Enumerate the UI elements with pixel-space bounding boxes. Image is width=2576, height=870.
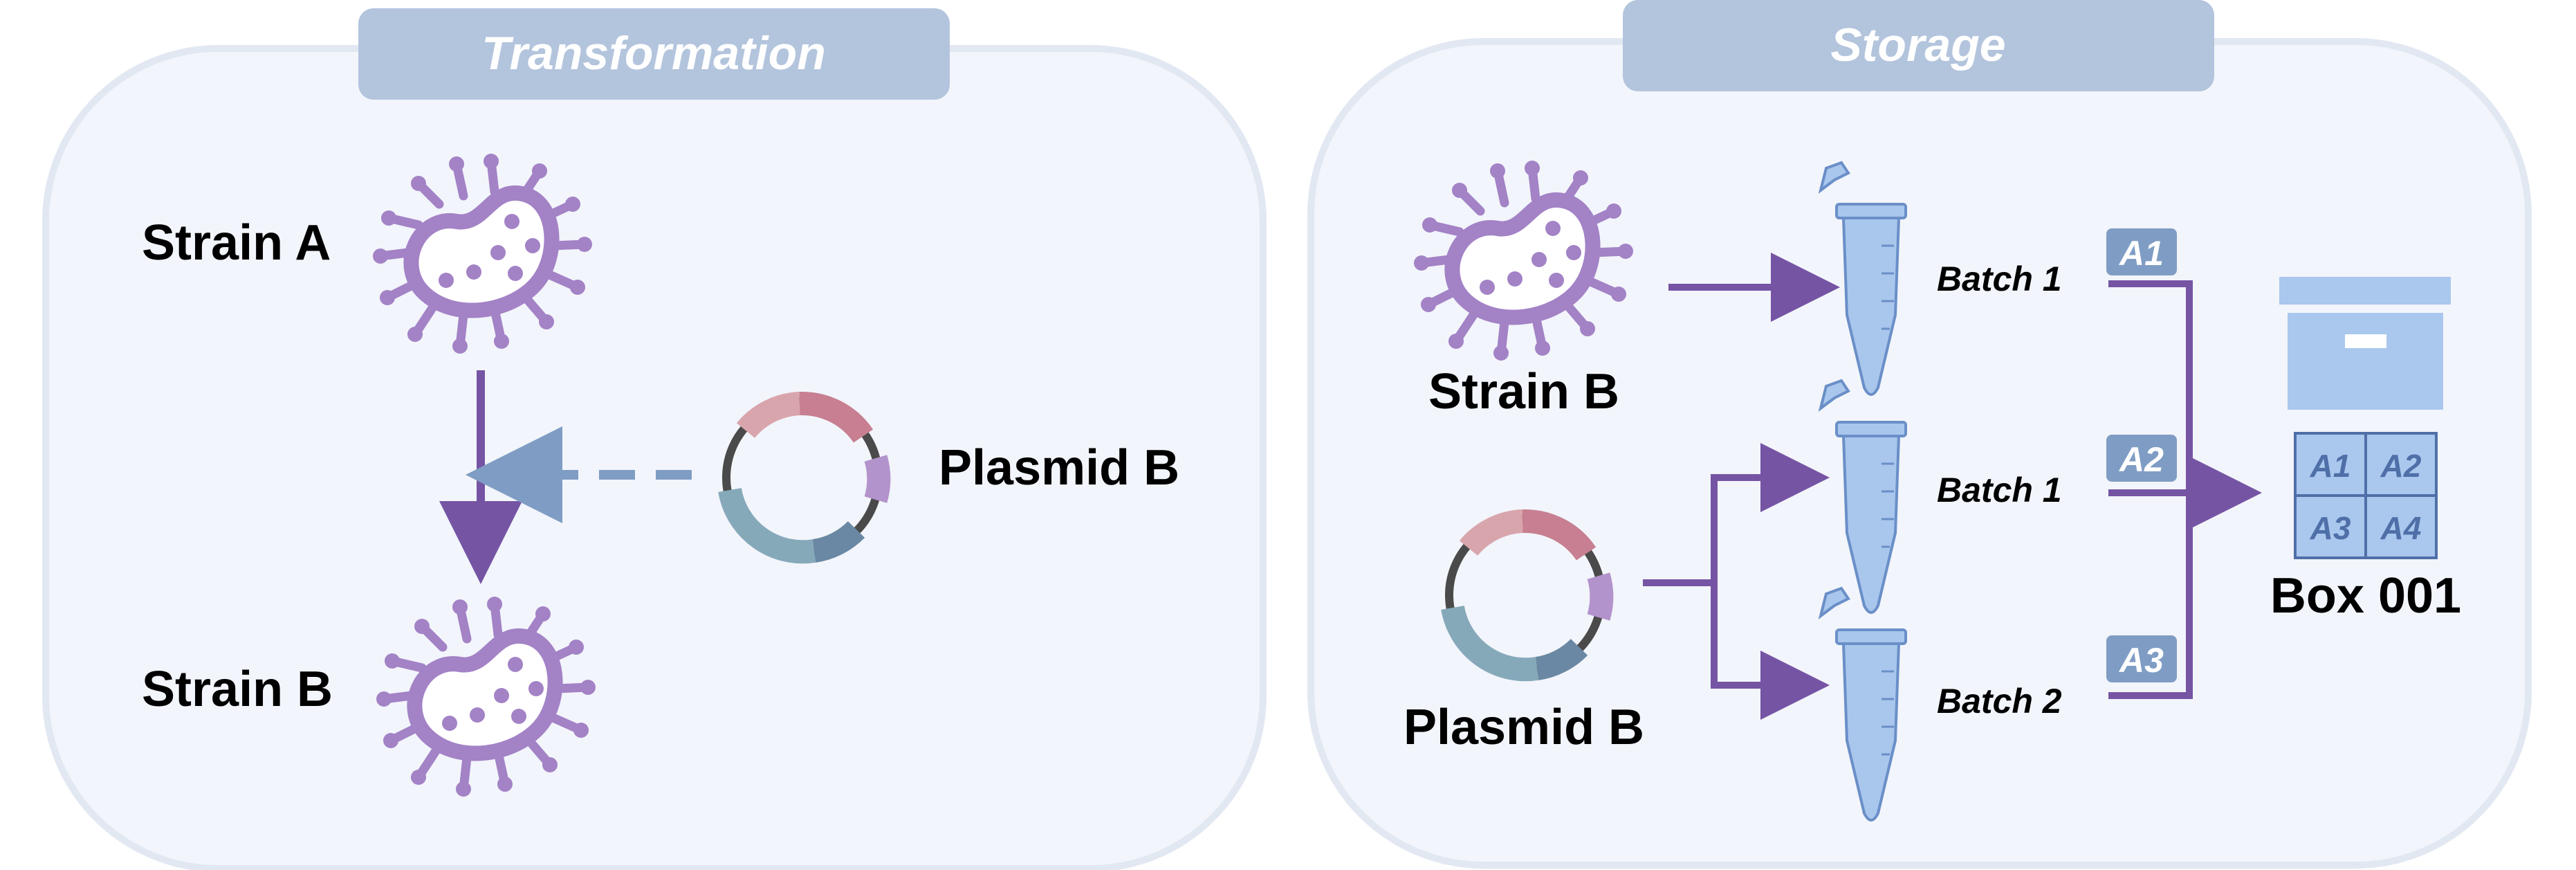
box-lid: [2279, 277, 2451, 305]
plasmid-to-tubes-split-arrow: [1643, 443, 1830, 720]
box-grid: [2294, 432, 2438, 559]
batch-label-3: Batch 2: [1937, 682, 2062, 721]
tag-a2: A2: [2118, 440, 2164, 479]
box-label: Box 001: [2270, 568, 2461, 624]
batches-to-box-merge-arrow: [2108, 280, 2262, 699]
batch-label-2: Batch 1: [1937, 471, 2062, 509]
storage-strain-b-label: Strain B: [1428, 364, 1619, 419]
storage-header: Storage: [1830, 19, 2005, 71]
plasmid-b-label: Plasmid B: [939, 440, 1179, 496]
tag-a3-box: [2106, 635, 2177, 682]
tag-a3: A3: [2118, 641, 2164, 680]
strain-b-label: Strain B: [142, 662, 333, 717]
tag-a1: A1: [2118, 234, 2164, 273]
box-handle: [2345, 334, 2386, 348]
strain-a-label: Strain A: [142, 215, 331, 271]
transformation-header-box: [358, 8, 950, 100]
box-cell-a4: A4: [2380, 510, 2422, 546]
transformation-header: Transformation: [481, 27, 825, 80]
box-cell-a2: A2: [2380, 448, 2422, 484]
tag-a1-box: [2106, 228, 2177, 275]
storage-plasmid-b-label: Plasmid B: [1404, 700, 1644, 755]
box-cell-a1: A1: [2310, 448, 2351, 484]
box-cell-a3: A3: [2310, 510, 2351, 546]
tag-a2-box: [2106, 435, 2177, 482]
batch-label-1: Batch 1: [1937, 260, 2062, 298]
storage-header-box: [1623, 0, 2214, 91]
box-body: [2288, 313, 2443, 410]
